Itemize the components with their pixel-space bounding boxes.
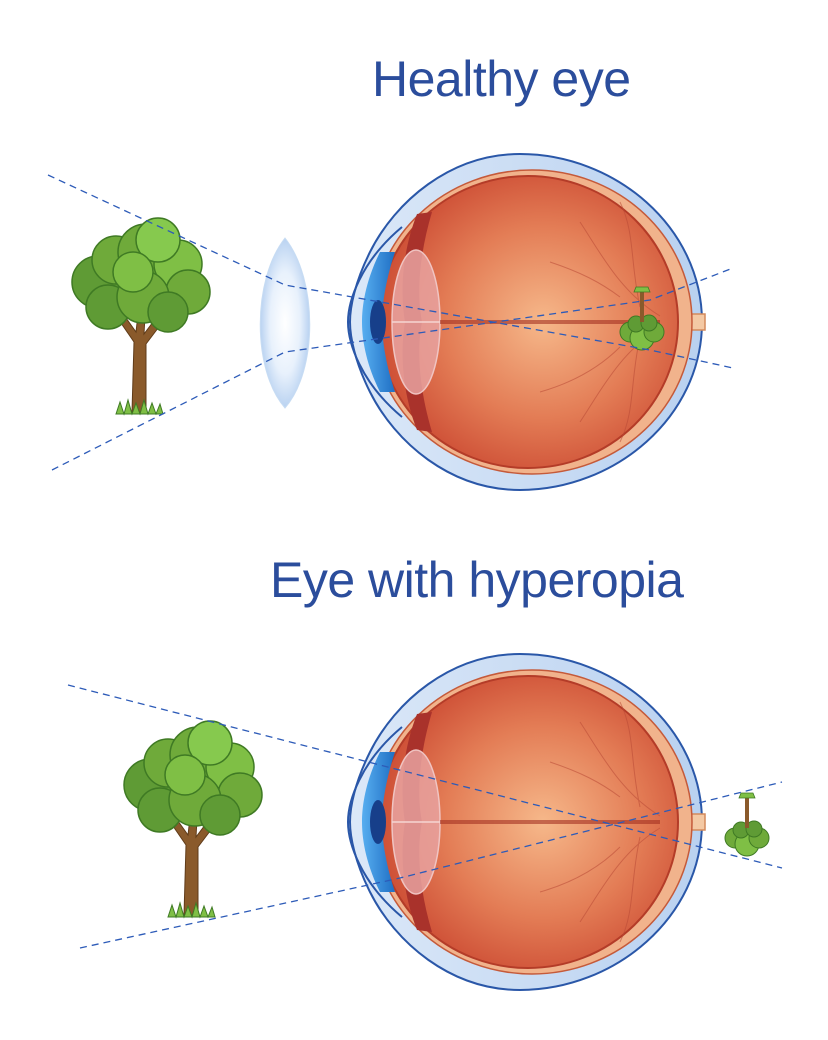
hyperopia-eye-ball bbox=[347, 653, 706, 991]
healthy-eye-title: Healthy eye bbox=[372, 51, 631, 107]
healthy-tree-object bbox=[71, 217, 211, 415]
light-rays bbox=[67, 684, 783, 949]
corrective-lens bbox=[259, 237, 311, 409]
hyperopia-tree-object bbox=[123, 720, 263, 918]
healthy-eye-diagram bbox=[47, 153, 734, 491]
focused-image-behind-retina bbox=[724, 792, 770, 857]
hyperopia-eye-diagram bbox=[67, 653, 783, 991]
light-rays bbox=[47, 174, 734, 471]
hyperopia-eye-title: Eye with hyperopia bbox=[270, 552, 684, 608]
